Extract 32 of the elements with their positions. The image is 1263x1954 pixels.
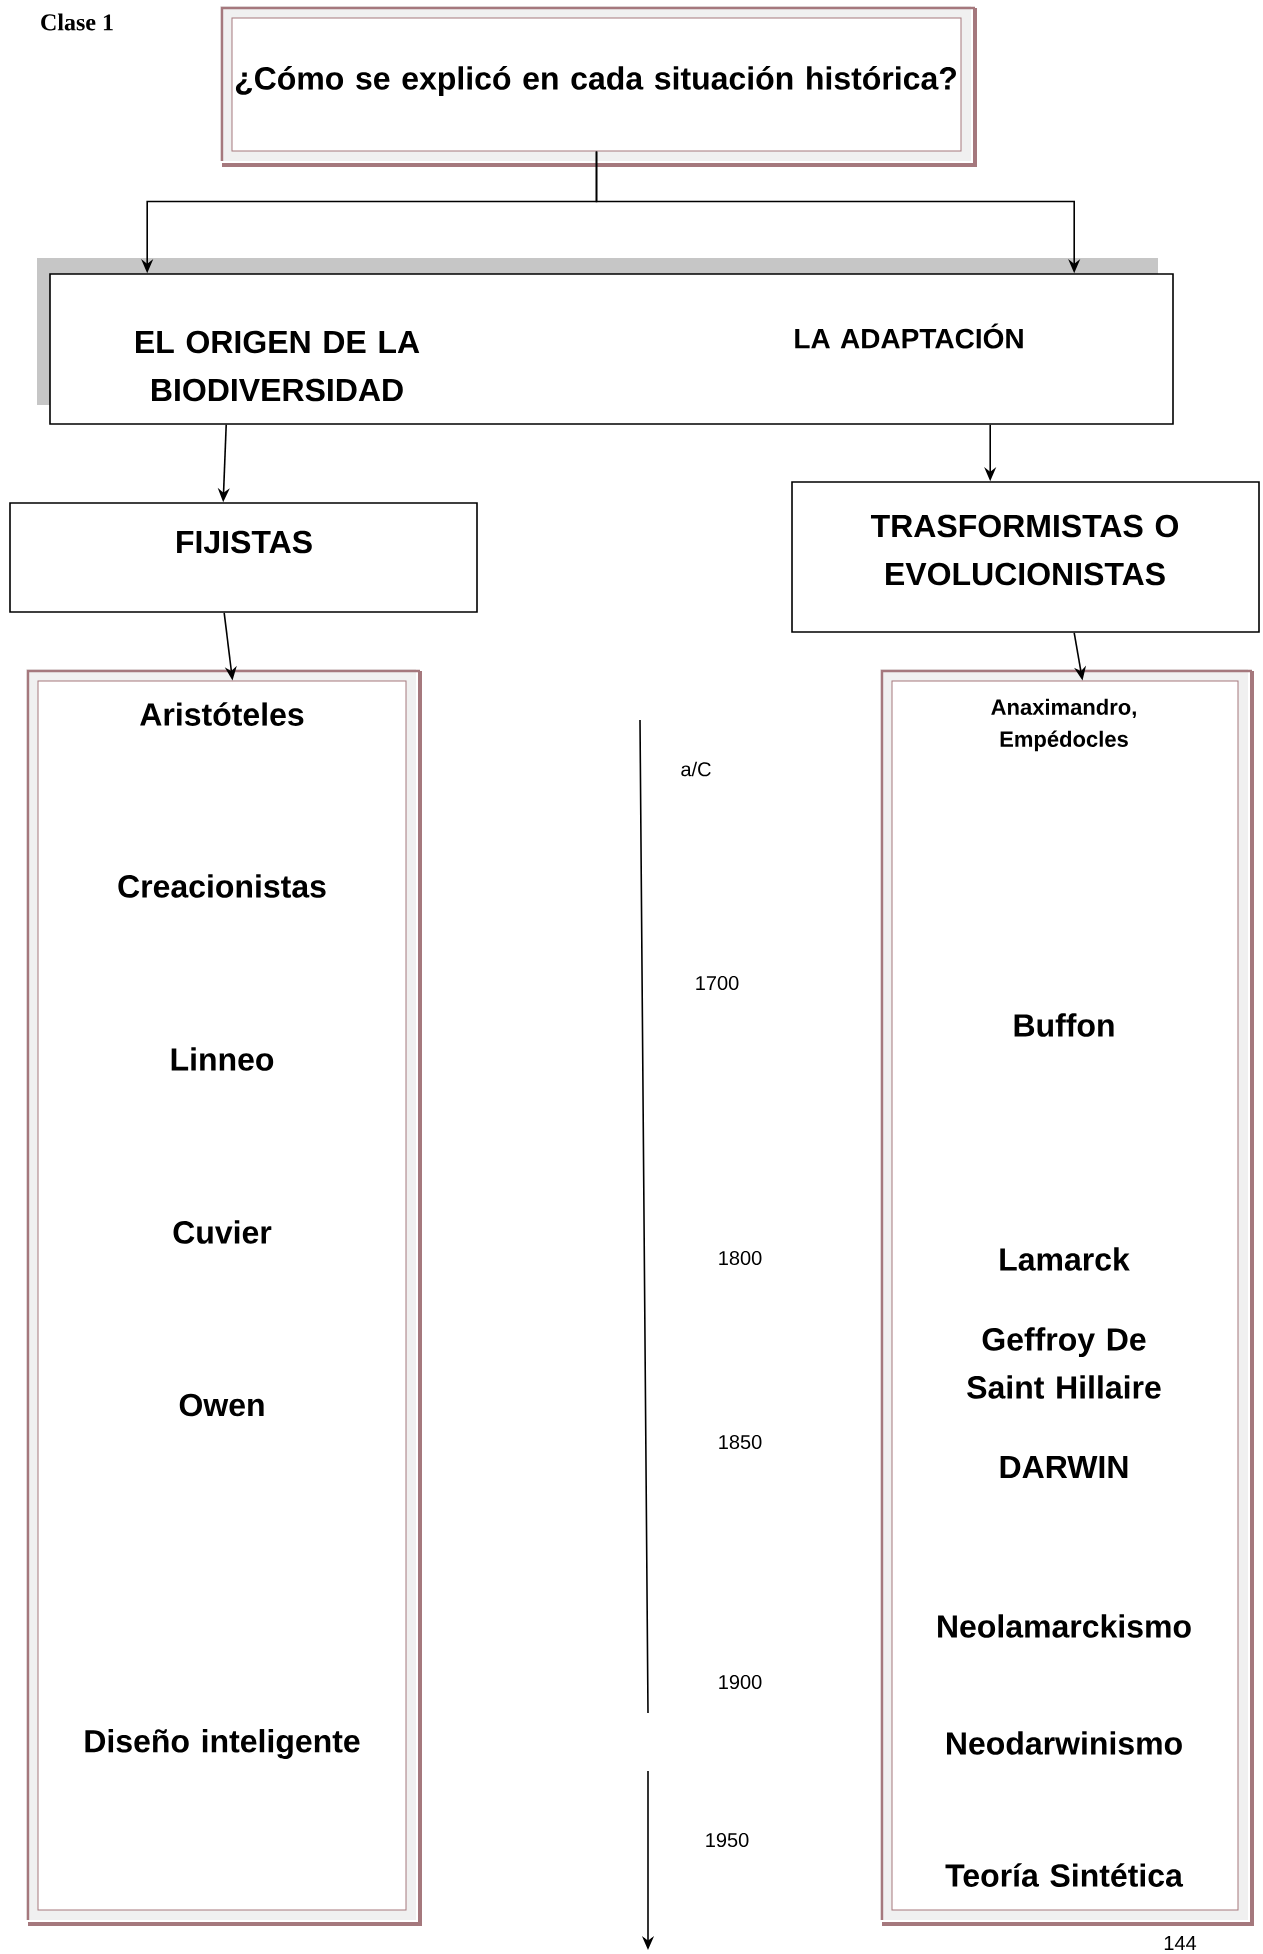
year-label: 1900 xyxy=(719,1674,762,1690)
heading-text: EL ORIGEN DE LA BIODIVERSIDAD xyxy=(136,330,420,402)
author-name: DARWIN xyxy=(1000,1456,1128,1478)
category-box xyxy=(791,481,1260,633)
year-label: 1800 xyxy=(719,1250,762,1266)
page-title: Clase 1 xyxy=(41,13,113,31)
category-box xyxy=(9,502,478,613)
question-text: ¿Cómo se explicó en cada situación histórica? xyxy=(235,65,956,97)
list-box xyxy=(26,669,422,1926)
author-name: Aristóteles xyxy=(140,702,304,726)
author-name: Linneo xyxy=(171,1047,274,1071)
author-name: Creacionistas xyxy=(118,874,326,898)
theory-name: Teoría Sintética xyxy=(945,1863,1184,1887)
heading-text: LA ADAPTACIÓN xyxy=(795,323,1023,349)
year-label: 1700 xyxy=(696,975,739,991)
theory-name: Neolamarckismo xyxy=(938,1614,1191,1638)
year-label: a/C xyxy=(681,761,711,777)
group-heading: TRASFORMISTAS O EVOLUCIONISTAS xyxy=(871,514,1179,586)
author-name: Cuvier xyxy=(173,1220,272,1244)
group-heading: FIJISTAS xyxy=(177,530,312,554)
author-name: Lamarck xyxy=(1000,1247,1130,1271)
list-box xyxy=(880,669,1254,1926)
question-box xyxy=(220,6,977,167)
author-name: Anaximandro, Empédocles xyxy=(991,698,1136,752)
theory-name: Neodarwinismo xyxy=(947,1731,1182,1755)
author-name: Buffon xyxy=(1014,1013,1114,1037)
year-label: 1850 xyxy=(719,1434,762,1450)
year-label: 1950 xyxy=(706,1832,749,1848)
topic-box xyxy=(37,258,1174,425)
author-name: Diseño inteligente xyxy=(85,1729,360,1759)
author-name: Geffroy De Saint Hillaire xyxy=(967,1327,1161,1399)
author-name: Owen xyxy=(179,1393,264,1417)
